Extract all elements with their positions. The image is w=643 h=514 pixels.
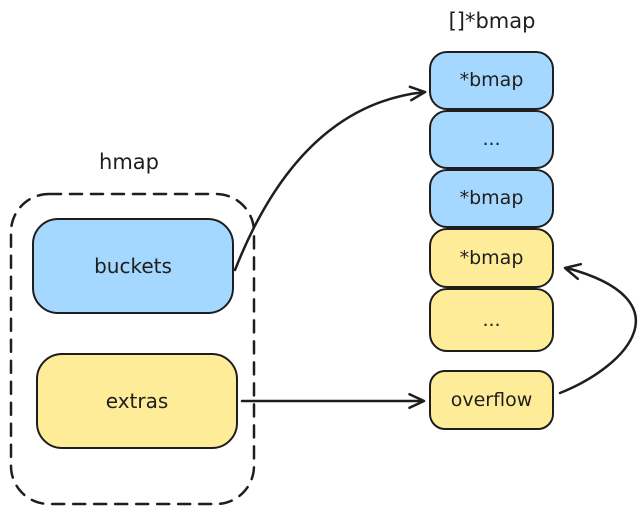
hmap-title: hmap — [99, 149, 159, 174]
bucket-array-cell-0: *bmap — [429, 51, 554, 110]
bucket-array-cell-4: ... — [429, 288, 554, 352]
extras-box: extras — [36, 353, 238, 449]
extras-label: extras — [105, 389, 169, 413]
bucket-array-cell-3: *bmap — [429, 228, 554, 288]
arrowhead-right-icon — [408, 85, 427, 102]
cell-label: *bmap — [459, 69, 524, 91]
buckets-label: buckets — [94, 254, 172, 278]
overflow-box: overflow — [429, 370, 554, 430]
bucket-array-cell-1: ... — [429, 110, 554, 169]
overflow-label: overflow — [450, 388, 533, 411]
bucket-array-cell-2: *bmap — [429, 169, 554, 228]
arrowhead-right-icon — [408, 392, 426, 410]
cell-label: *bmap — [459, 246, 524, 269]
arrow-extras-to-overflow — [240, 392, 426, 410]
arrowhead-left-icon — [563, 262, 583, 281]
bucket-array-title: []*bmap — [448, 8, 536, 33]
cell-label: ... — [482, 308, 501, 331]
cell-label: ... — [482, 128, 501, 150]
arrow-buckets-to-bucket-array — [233, 85, 427, 272]
cell-label: *bmap — [459, 187, 524, 209]
arrow-overflow-to-bmap-cell — [558, 262, 638, 395]
buckets-box: buckets — [32, 218, 234, 314]
